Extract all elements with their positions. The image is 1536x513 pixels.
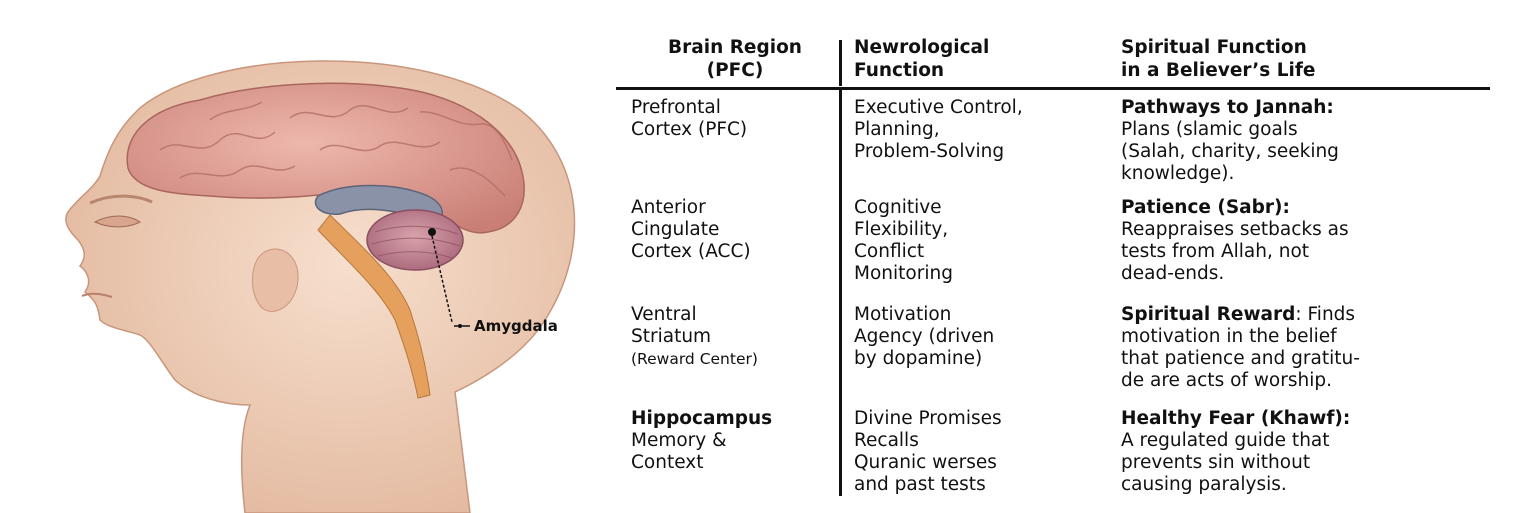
lips: [81, 292, 113, 298]
eyebrow: [89, 194, 153, 205]
eye: [93, 215, 141, 228]
row-4-function: Divine Promises Recalls Quranic werses a…: [854, 408, 1002, 495]
row-2-region: Anterior Cingulate Cortex (ACC): [631, 197, 751, 262]
brain-gyri: [159, 101, 513, 197]
spinal-cord: [317, 214, 431, 399]
row-1-spiritual: Pathways to Jannah: Plans (slamic goals …: [1121, 97, 1339, 184]
ear: [252, 248, 299, 312]
row-4-spiritual: Healthy Fear (Khawf): A regulated guide …: [1121, 408, 1351, 495]
column-divider-header: [839, 40, 842, 86]
cerebellum: [366, 209, 464, 271]
row-2-function: Cognitive Flexibility, Conflict Monitori…: [854, 197, 953, 284]
amygdala-marker: [428, 228, 436, 236]
row-1-region: Prefrontal Cortex (PFC): [631, 97, 748, 140]
header-brain-region: Brain Region (PFC): [668, 37, 802, 81]
row-1-function: Executive Control, Planning, Problem-Sol…: [854, 97, 1023, 162]
column-divider-body: [839, 90, 842, 496]
row-3-spiritual: Spiritual Reward: Finds motivation in th…: [1121, 304, 1360, 391]
amygdala-label: Amygdala: [474, 317, 558, 335]
header-spiritual-function: Spiritual Function in a Believer’s Life: [1121, 37, 1316, 81]
head-brain-illustration: [65, 60, 576, 513]
row-3-region: Ventral Striatum (Reward Center): [631, 304, 758, 368]
brain-function-table: Brain Region (PFC) Newrological Function…: [616, 0, 1516, 513]
row-4-region: Hippocampus Memory & Context: [631, 408, 773, 473]
header-divider: [616, 87, 1490, 90]
header-neurological-function: Newrological Function: [854, 37, 990, 81]
row-3-function: Motivation Agency (driven by dopamine): [854, 304, 995, 369]
row-2-spiritual: Patience (Sabr): Reappraises setbacks as…: [1121, 197, 1349, 284]
cerebellum-folia: [371, 225, 461, 259]
